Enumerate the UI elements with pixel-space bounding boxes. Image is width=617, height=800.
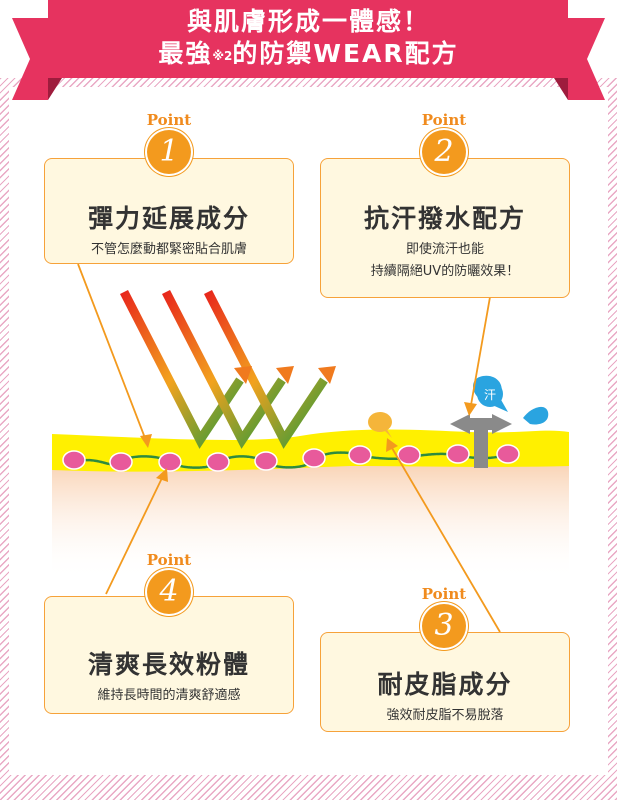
- point-2-badge: Point 2: [414, 112, 474, 174]
- point-2-word: Point: [421, 111, 467, 129]
- banner-line-2: 最強※2的防禦WEAR配方: [158, 39, 459, 68]
- skin-layer: [52, 450, 569, 580]
- point-2-number: 2: [422, 130, 466, 174]
- sebum-drop: [368, 412, 392, 438]
- point-2-desc-1: 即使流汗也能: [405, 242, 484, 257]
- point-3-badge: Point 3: [414, 586, 474, 648]
- point-2-card: 抗汗撥水配方 即使流汗也能 持續隔絕UV的防曬效果！: [320, 158, 570, 298]
- point-4-badge: Point 4: [139, 552, 199, 614]
- point-3-card: 耐皮脂成分 強效耐皮脂不易脫落: [320, 632, 570, 732]
- sweat-label: 汗: [484, 388, 496, 402]
- banner-ribbon: [12, 0, 605, 100]
- point-1-desc: 不管怎麼動都緊密貼合肌膚: [90, 242, 247, 257]
- banner-line-1: 與肌膚形成一體感！: [186, 7, 430, 36]
- point-4-title: 清爽長效粉體: [87, 650, 250, 679]
- point-1-badge: Point 1: [139, 112, 199, 174]
- title-banner: 與肌膚形成一體感！ 最強※2的防禦WEAR配方: [0, 0, 617, 100]
- water-repel-icon: [450, 414, 512, 468]
- point-1-title: 彈力延展成分: [87, 204, 250, 233]
- point-2-desc-2: 持續隔絕UV的防曬效果！: [370, 264, 520, 279]
- point-1-card: 彈力延展成分 不管怎麼動都緊密貼合肌膚: [44, 158, 294, 264]
- point-3-word: Point: [421, 585, 467, 603]
- point-4-card: 清爽長效粉體 維持長時間的清爽舒適感: [44, 596, 294, 714]
- footnote-mark: ※2: [212, 49, 233, 63]
- point-4-number: 4: [147, 570, 191, 614]
- uv-rays: [119, 289, 336, 449]
- leader-arrows: [77, 263, 501, 633]
- point-2-title: 抗汗撥水配方: [363, 204, 526, 233]
- point-3-desc: 強效耐皮脂不易脫落: [386, 708, 504, 723]
- point-1-word: Point: [146, 111, 192, 129]
- sweat-drop-icon: 汗: [472, 375, 549, 425]
- point-1-number: 1: [147, 130, 191, 174]
- point-4-desc: 維持長時間的清爽舒適感: [97, 688, 241, 703]
- particles: [62, 444, 520, 472]
- point-3-title: 耐皮脂成分: [377, 670, 513, 699]
- point-3-number: 3: [422, 604, 466, 648]
- elastic-chain: [71, 451, 506, 469]
- banner-title: 與肌膚形成一體感！ 最強※2的防禦WEAR配方: [0, 6, 617, 70]
- point-4-word: Point: [146, 551, 192, 569]
